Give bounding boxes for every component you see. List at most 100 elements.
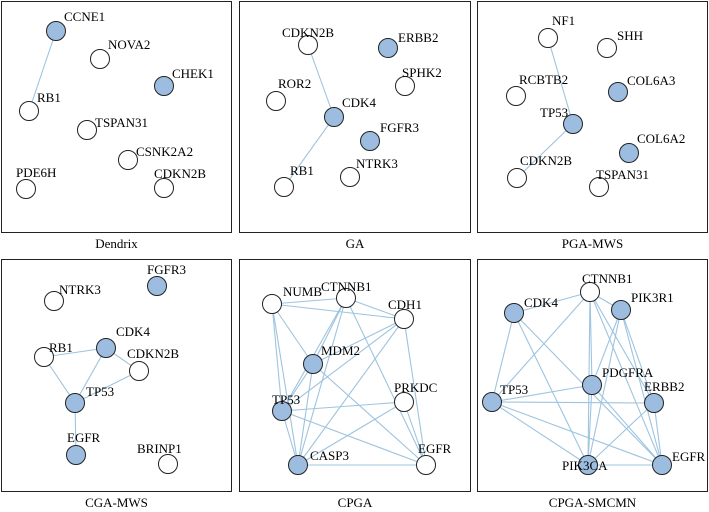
edge-erbb2-egfr xyxy=(653,402,663,466)
edge-prkdc-tp53 xyxy=(281,401,405,412)
node-casp3 xyxy=(288,455,308,475)
node-rcbtb2 xyxy=(506,86,526,106)
node-label-col6a2: COL6A2 xyxy=(637,131,685,146)
node-label-rb1: RB1 xyxy=(290,163,314,178)
node-label-sphk2: SPHK2 xyxy=(402,65,442,80)
node-cdk4 xyxy=(504,303,524,323)
panel-caption-cpga: CPGA xyxy=(337,495,373,510)
edge-erbb2-pik3ca xyxy=(587,402,655,466)
node-label-cdkn2b: CDKN2B xyxy=(154,166,206,181)
node-brinp1 xyxy=(158,454,178,474)
node-tp53 xyxy=(482,392,502,412)
node-cdkn2b xyxy=(507,168,527,188)
node-label-cdh1: CDH1 xyxy=(388,297,422,312)
edge-ctnnb1-egfr xyxy=(589,291,663,466)
node-label-fgfr3: FGFR3 xyxy=(147,262,186,277)
edge-cdh1-egfr xyxy=(403,318,427,466)
edge-ctnnb1-tp53 xyxy=(491,291,591,403)
node-label-ctnnb1: CTNNB1 xyxy=(582,271,633,286)
edge-rb1-cdk4 xyxy=(43,347,107,358)
node-tspan31 xyxy=(77,120,97,140)
node-label-cdk4: CDK4 xyxy=(342,95,376,110)
node-label-ntrk3: NTRK3 xyxy=(59,282,101,297)
edge-numb-mdm2 xyxy=(271,303,314,365)
panel-caption-cga-mws: CGA-MWS xyxy=(85,495,148,510)
node-label-tp53: TP53 xyxy=(272,392,300,407)
panel-dendrix xyxy=(1,1,232,233)
node-ccne1 xyxy=(46,21,66,41)
edge-ctnnb1-erbb2 xyxy=(589,291,655,404)
edge-numb-tp53 xyxy=(271,303,283,412)
node-label-mdm2: MDM2 xyxy=(321,343,360,358)
node-sphk2 xyxy=(395,76,415,96)
edge-prkdc-casp3 xyxy=(297,401,405,466)
node-label-tspan31: TSPAN31 xyxy=(596,167,649,182)
edge-pdgfra-tp53 xyxy=(491,384,593,403)
node-rb1 xyxy=(274,177,294,197)
node-label-shh: SHH xyxy=(617,28,643,43)
node-label-egfr: EGFR xyxy=(672,449,706,464)
node-chek1 xyxy=(154,76,174,96)
node-tp53 xyxy=(272,401,292,421)
edge-numb-ctnnb1 xyxy=(271,297,347,305)
edge-ccne1-rb1 xyxy=(28,30,57,112)
panel-caption-pga-mws: PGA-MWS xyxy=(561,236,624,251)
node-pdgfra xyxy=(582,375,602,395)
edge-prkdc-egfr xyxy=(403,401,427,466)
node-pik3ca xyxy=(578,455,598,475)
node-label-tp53: TP53 xyxy=(540,105,568,120)
node-rb1 xyxy=(19,101,39,121)
node-cdk4 xyxy=(96,338,116,358)
node-label-cdkn2b: CDKN2B xyxy=(282,25,334,40)
node-label-rb1: RB1 xyxy=(49,340,73,355)
node-label-casp3: CASP3 xyxy=(310,448,349,463)
node-erbb2 xyxy=(644,393,664,413)
node-label-csnk2a2: CSNK2A2 xyxy=(136,144,193,159)
node-nova2 xyxy=(90,49,110,69)
node-egfr xyxy=(66,445,86,465)
node-label-cdk4: CDK4 xyxy=(116,324,150,339)
node-csnk2a2 xyxy=(118,150,138,170)
edge-ctnnb1-egfr xyxy=(345,297,427,466)
edge-pik3r1-egfr xyxy=(620,309,663,466)
node-rb1 xyxy=(34,347,54,367)
node-label-pde6h: PDE6H xyxy=(16,165,56,180)
node-label-ccne1: CCNE1 xyxy=(64,9,105,24)
node-label-pdgfra: PDGFRA xyxy=(602,365,654,380)
node-label-egfr: EGFR xyxy=(418,441,452,456)
node-label-prkdc: PRKDC xyxy=(394,380,437,395)
node-ror2 xyxy=(266,91,286,111)
node-pde6h xyxy=(16,179,36,199)
node-label-brinp1: BRINP1 xyxy=(137,441,182,456)
node-label-rb1: RB1 xyxy=(37,90,61,105)
node-label-fgfr3: FGFR3 xyxy=(380,120,419,135)
node-pik3r1 xyxy=(611,300,631,320)
node-ctnnb1 xyxy=(336,288,356,308)
edge-cdk4-rb1 xyxy=(283,116,335,188)
edge-pdgfra-pik3ca xyxy=(587,384,593,466)
edge-mdm2-casp3 xyxy=(297,363,314,466)
panel-caption-ga: GA xyxy=(345,236,365,251)
node-label-tp53: TP53 xyxy=(500,382,528,397)
node-shh xyxy=(597,38,617,58)
node-label-ctnnb1: CTNNB1 xyxy=(321,279,372,294)
node-label-egfr: EGFR xyxy=(67,430,101,445)
node-cdk4 xyxy=(324,107,344,127)
edge-cdh1-casp3 xyxy=(297,318,405,466)
edge-cdk4-tp53 xyxy=(74,347,107,404)
node-label-tspan31: TSPAN31 xyxy=(95,115,148,130)
node-tspan31 xyxy=(589,177,609,197)
edge-cdk4-tp53 xyxy=(491,312,515,403)
edge-tp53-egfr xyxy=(281,410,427,466)
edge-mdm2-egfr xyxy=(312,363,427,466)
node-erbb2 xyxy=(378,38,398,58)
edge-cdk4-pik3ca xyxy=(513,312,589,466)
edge-pdgfra-egfr xyxy=(591,384,663,466)
node-label-nova2: NOVA2 xyxy=(108,37,150,52)
panel-caption-cpga-smcmn: CPGA-SMCMN xyxy=(548,495,637,510)
